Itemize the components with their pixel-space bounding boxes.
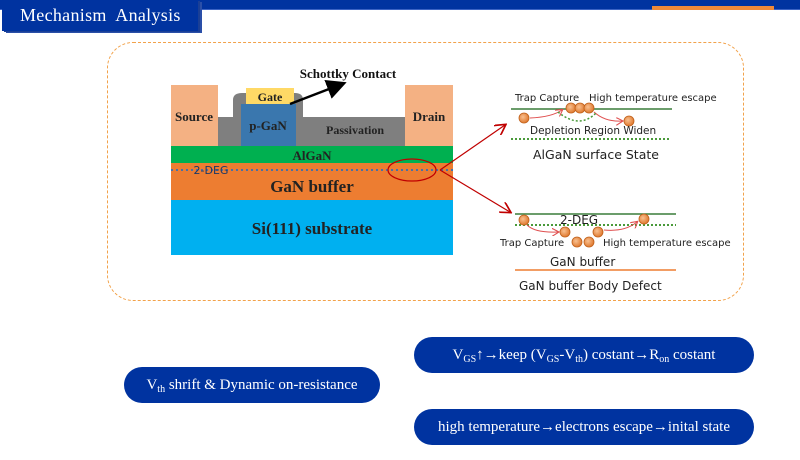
vgs-keep-callout: VGS↑→keep (VGS-Vth) costant→Ron costant <box>414 337 754 373</box>
passivation-label: Passivation <box>326 123 384 137</box>
trapped-electron <box>559 226 571 238</box>
header-bar <box>0 0 800 9</box>
section-title: Mechanism Analysis <box>20 5 181 25</box>
buffer-defect-panel: 2-DEG Trap Capture High temperature esca… <box>499 213 731 293</box>
buffer-trap-capture-label: Trap Capture <box>499 238 564 249</box>
vth-shift-callout: Vth shrift & Dynamic on-resistance <box>124 367 380 403</box>
two-deg-label: 2-DEG <box>194 164 229 177</box>
trapped-electron <box>592 226 604 238</box>
schottky-arrow <box>289 80 347 106</box>
source-label: Source <box>175 109 213 124</box>
trapped-electron <box>583 236 595 248</box>
focus-ellipse <box>387 158 437 182</box>
high-temp-text: high temperature→electrons escape→inital… <box>438 418 730 435</box>
pointer-arrow-buffer <box>439 169 510 212</box>
substrate-label: Si(111) substrate <box>252 219 373 238</box>
buffer-defect-caption: GaN buffer Body Defect <box>519 279 662 293</box>
trapped-electron <box>574 102 586 114</box>
diagram-frame <box>107 42 744 301</box>
capture-arrow <box>529 110 562 119</box>
gan-buffer-label: GaN buffer <box>270 177 354 196</box>
buffer-escape-label: High temperature escape <box>603 238 731 249</box>
pointer-arrow-surface <box>439 125 505 171</box>
surface-state-panel: Trap Capture High temperature escape Dep… <box>511 93 717 162</box>
surface-escape-label: High temperature escape <box>589 93 717 104</box>
algan-label: AlGaN <box>293 148 333 163</box>
capture-arrow <box>526 224 558 232</box>
trapped-electron <box>583 102 595 114</box>
buffer-two-deg-label: 2-DEG <box>560 213 598 227</box>
accent-bar <box>652 6 774 10</box>
high-temp-callout: high temperature→electrons escape→inital… <box>414 409 754 445</box>
source-contact <box>171 85 218 146</box>
gate-label: Gate <box>258 90 283 104</box>
gate-contact <box>246 88 294 104</box>
free-electron <box>518 214 530 226</box>
section-title-tab: Mechanism Analysis <box>2 0 198 31</box>
substrate-layer <box>171 200 453 255</box>
depletion-label: Depletion Region Widen <box>530 125 656 137</box>
escape-arrow <box>603 222 637 231</box>
vgs-keep-text: VGS↑→keep (VGS-Vth) costant→Ron costant <box>452 346 716 365</box>
trapped-electron <box>571 236 583 248</box>
p-gan-label: p-GaN <box>249 118 287 133</box>
device-cross-section: Source Drain Gate p-GaN Passivation AlGa… <box>171 66 510 255</box>
free-electron <box>518 112 530 124</box>
p-gan-region <box>241 104 296 146</box>
surface-trap-capture-label: Trap Capture <box>514 93 579 104</box>
vth-shift-text: Vth shrift & Dynamic on-resistance <box>146 376 358 395</box>
header-divider <box>0 9 800 10</box>
trapped-electron <box>565 102 577 114</box>
algan-layer <box>171 146 453 163</box>
escaped-electron <box>638 213 650 225</box>
schottky-label: Schottky Contact <box>300 66 397 81</box>
drain-contact <box>405 85 453 146</box>
surface-state-caption: AlGaN surface State <box>533 147 659 162</box>
depletion-arc <box>557 111 598 122</box>
buffer-label: GaN buffer <box>550 255 615 269</box>
drain-label: Drain <box>413 109 446 124</box>
escape-arrow <box>593 111 622 121</box>
